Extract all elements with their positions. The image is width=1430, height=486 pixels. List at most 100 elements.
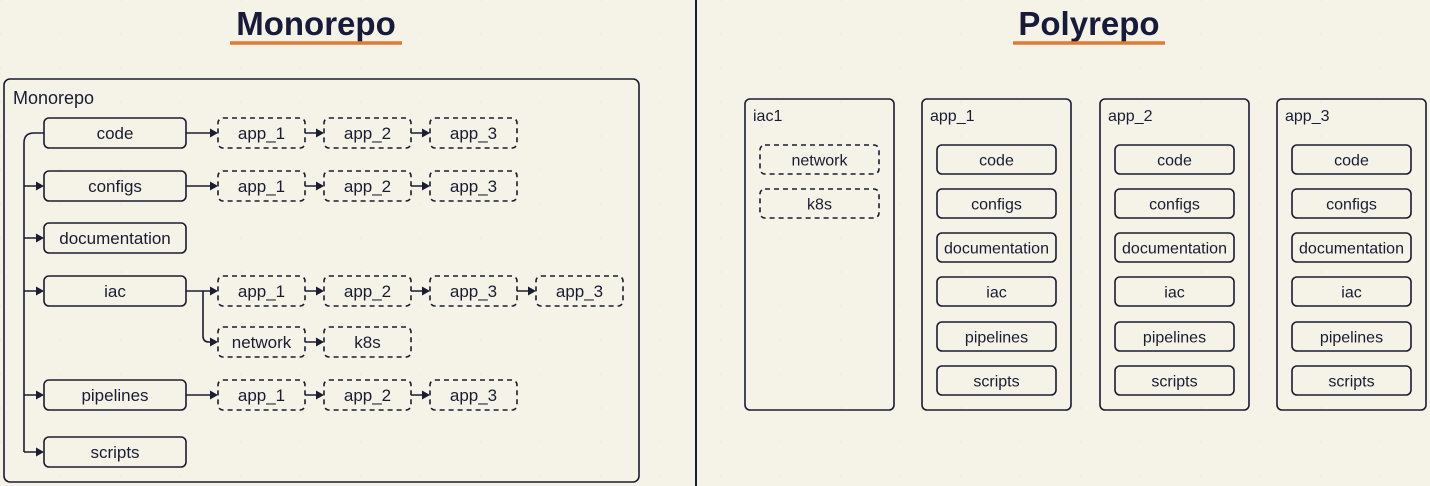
repo-app-3-iac-box: [1291, 276, 1412, 307]
folder-code-link-arrow-2: [316, 128, 324, 138]
folder-code-app-2-box-2-label: app_2: [344, 124, 391, 143]
folder-code-link-arrow-1: [210, 128, 218, 138]
repo-app-1-scripts-box-label: scripts: [973, 374, 1019, 391]
folder-scripts-box: [43, 436, 187, 468]
folder-pipelines-app-3-box-3: [429, 379, 518, 411]
repo-app-2-code-box-label: code: [1157, 153, 1192, 170]
folder-documentation-branch-arrow: [36, 233, 44, 243]
repo-app-3-pipelines-box-label: pipelines: [1320, 330, 1383, 347]
folder-iac-box-label: iac: [104, 282, 126, 301]
repo-app-3-documentation-box-label: documentation: [1299, 241, 1404, 258]
folder-iac-sub-branch-line: [202, 291, 216, 343]
folder-configs-branch-arrow: [36, 181, 44, 191]
folder-documentation-box-label: documentation: [59, 229, 171, 248]
folder-code-link-arrow-3: [422, 128, 430, 138]
folder-pipelines-link-arrow-1: [210, 390, 218, 400]
repo-app-1-configs-box: [936, 188, 1057, 219]
monorepo-title: Monorepo: [236, 5, 395, 42]
folder-scripts-box-label: scripts: [90, 443, 139, 462]
folder-configs-app-3-box-3: [429, 170, 518, 202]
folder-pipelines-link-arrow-2: [316, 390, 324, 400]
folder-configs-box-label: configs: [88, 177, 142, 196]
repo-iac1-k8s-box: [759, 188, 880, 219]
folder-iac-k8s-box-label: k8s: [354, 333, 380, 352]
folder-iac-sub-link-arrow-1: [316, 337, 324, 347]
folder-scripts-branch-arrow: [36, 447, 44, 457]
repo-app-1-iac-box: [936, 276, 1057, 307]
repo-app-2-scripts-box-label: scripts: [1151, 374, 1197, 391]
repo-app-3-name: app_3: [1285, 108, 1330, 125]
folder-iac-app-3-box-4: [535, 275, 624, 307]
monorepo-panel: [3, 78, 640, 483]
repo-app-1-scripts-box: [936, 365, 1057, 396]
monorepo-tree: code app_1 app_2 app_3 configs app_1 app_2 app_…: [23, 117, 624, 468]
repo-app-3-documentation-box: [1291, 232, 1412, 263]
repo-app-1-code-box-label: code: [979, 153, 1014, 170]
repo-app-2-iac-box-label: iac: [1164, 285, 1184, 302]
folder-iac-app-2-box-2-label: app_2: [344, 282, 391, 301]
repo-app-2-documentation-box: [1114, 232, 1235, 263]
repo-app-1-iac-box-label: iac: [986, 285, 1006, 302]
folder-code-box-label: code: [97, 124, 134, 143]
repo-app-1-pipelines-box: [936, 321, 1057, 352]
folder-pipelines-app-3-box-3-label: app_3: [450, 386, 497, 405]
repo-iac1-name: iac1: [753, 108, 782, 125]
folder-configs-link-arrow-1: [210, 181, 218, 191]
folder-iac-link-arrow-4: [528, 286, 536, 296]
folder-pipelines-link-arrow-3: [422, 390, 430, 400]
folder-iac-link-arrow-2: [316, 286, 324, 296]
folder-documentation-box: [43, 222, 187, 254]
folder-pipelines-box-label: pipelines: [81, 386, 148, 405]
folder-iac-branch-arrow: [36, 286, 44, 296]
repo-app-3-scripts-box-label: scripts: [1328, 374, 1374, 391]
tree-trunk-line: [23, 132, 44, 452]
repo-app-2-name: app_2: [1108, 108, 1153, 125]
repo-app-1-configs-box-label: configs: [971, 197, 1022, 214]
repo-app-2-documentation-box-label: documentation: [1122, 241, 1227, 258]
folder-code-app-1-box-1-label: app_1: [238, 124, 285, 143]
monorepo-panel-label: Monorepo: [13, 88, 94, 108]
repo-iac1-network-box-label: network: [791, 153, 848, 170]
folder-pipelines-app-2-box-2-label: app_2: [344, 386, 391, 405]
repo-app-3-code-box: [1291, 144, 1412, 175]
repo-app-3-pipelines-box: [1291, 321, 1412, 352]
folder-configs-app-3-box-3-label: app_3: [450, 177, 497, 196]
folder-configs-link-arrow-2: [316, 181, 324, 191]
repo-iac1-panel: [744, 98, 895, 411]
folder-iac-link-arrow-1: [210, 286, 218, 296]
repo-iac1-network-box: [759, 144, 880, 175]
repo-app-2-panel: [1099, 98, 1250, 411]
repo-app-1-documentation-box-label: documentation: [944, 241, 1049, 258]
repo-app-2-configs-box: [1114, 188, 1235, 219]
folder-iac-app-3-box-4-label: app_3: [556, 282, 603, 301]
repo-app-1-pipelines-box-label: pipelines: [965, 330, 1028, 347]
repo-iac1-k8s-box-label: k8s: [807, 197, 832, 214]
repo-app-1-name: app_1: [930, 108, 975, 125]
repo-app-2-iac-box: [1114, 276, 1235, 307]
folder-configs-app-2-box-2-label: app_2: [344, 177, 391, 196]
folder-configs-app-1-box-1-label: app_1: [238, 177, 285, 196]
polyrepo-title: Polyrepo: [1018, 5, 1159, 42]
repo-app-2-pipelines-box-label: pipelines: [1143, 330, 1206, 347]
repo-app-2-code-box: [1114, 144, 1235, 175]
repo-app-3-iac-box-label: iac: [1341, 285, 1361, 302]
repo-app-3-panel: [1276, 98, 1427, 411]
folder-pipelines-app-1-box-1-label: app_1: [238, 386, 285, 405]
repo-app-2-scripts-box: [1114, 365, 1235, 396]
repo-app-3-scripts-box: [1291, 365, 1412, 396]
repo-app-3-configs-box: [1291, 188, 1412, 219]
folder-iac-app-1-box-1-label: app_1: [238, 282, 285, 301]
repo-app-1-documentation-box: [936, 232, 1057, 263]
repo-app-3-code-box-label: code: [1334, 153, 1369, 170]
folder-iac-app-3-box-3-label: app_3: [450, 282, 497, 301]
repo-app-1-code-box: [936, 144, 1057, 175]
repo-app-2-configs-box-label: configs: [1149, 197, 1200, 214]
repo-app-1-panel: [921, 98, 1072, 411]
folder-iac-k8s-box: [323, 326, 412, 358]
repo-app-3-configs-box-label: configs: [1326, 197, 1377, 214]
folder-configs-link-arrow-3: [422, 181, 430, 191]
folder-iac-sub-branch-arrow: [210, 337, 218, 347]
folder-iac-network-box-label: network: [232, 333, 292, 352]
